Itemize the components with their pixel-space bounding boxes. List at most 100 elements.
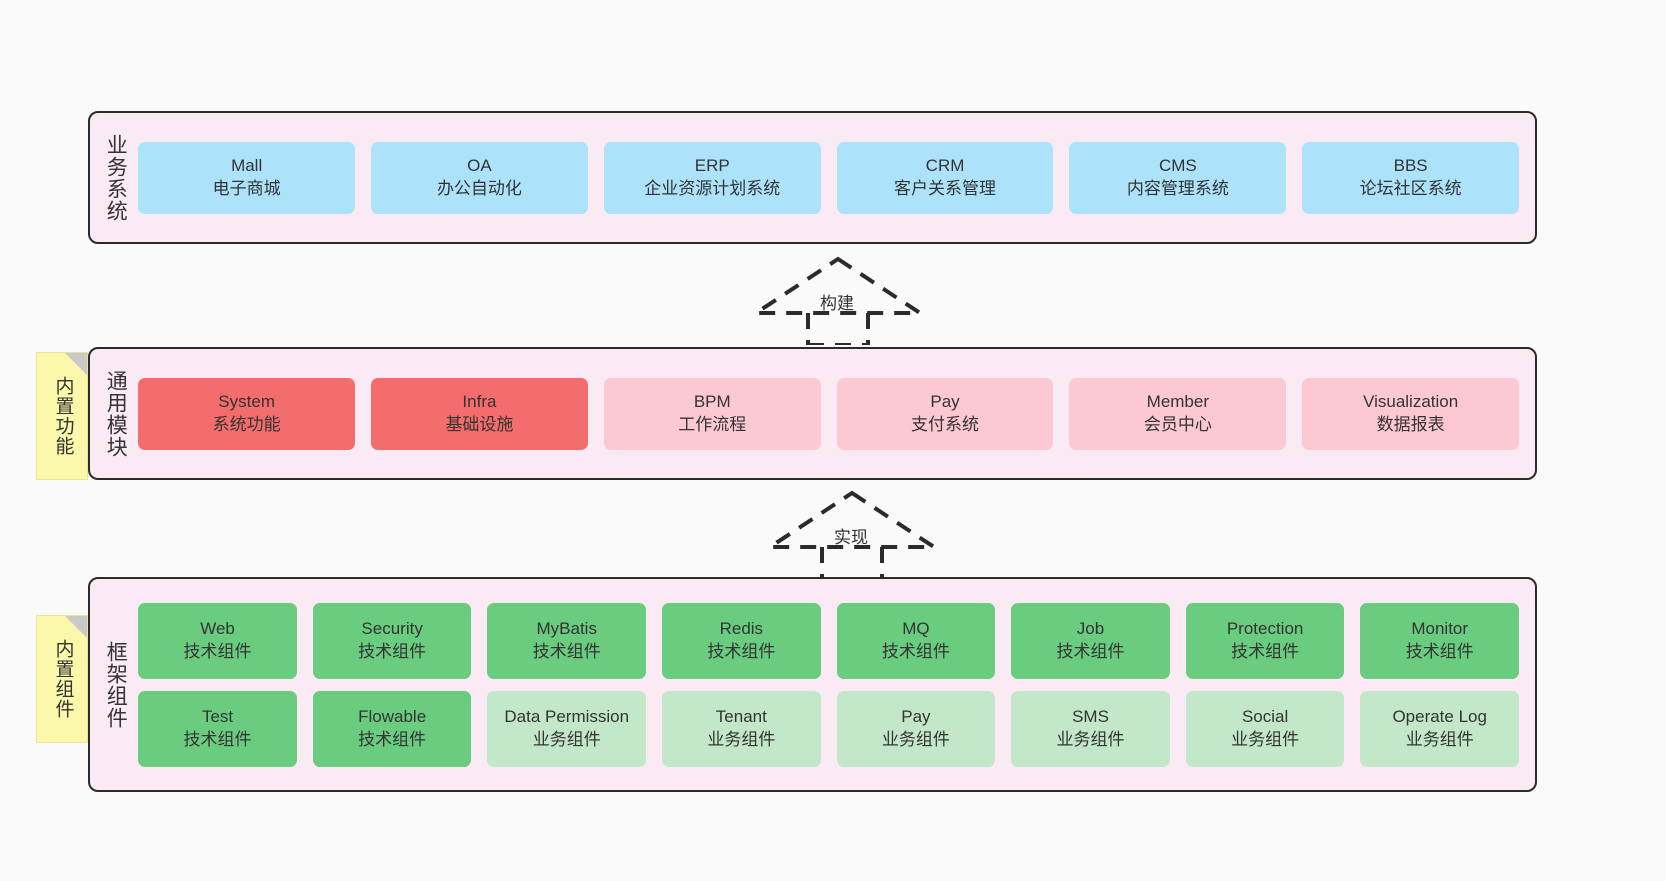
arrow-implement: 实现 [766,487,938,579]
card-data-permission[interactable]: Data Permission 业务组件 [487,690,647,767]
card-subtitle: 系统功能 [212,414,281,434]
card-cms[interactable]: CMS 内容管理系统 [1069,141,1287,214]
card-test[interactable]: Test 技术组件 [138,690,297,767]
card-subtitle: 办公自动化 [436,178,522,198]
card-subtitle: 业务组件 [881,729,950,749]
card-member[interactable]: Member 会员中心 [1069,377,1287,450]
card-subtitle: 工作流程 [678,414,747,434]
layer-business-system: 业务系统 Mall 电子商城 OA 办公自动化 ERP 企业资源计划系统 CRM… [88,111,1537,244]
card-title: Social [1241,707,1289,727]
card-subtitle: 技术组件 [358,641,427,661]
card-flowable[interactable]: Flowable 技术组件 [312,690,472,767]
framework-row-tech: Web 技术组件 Security 技术组件 MyBatis 技术组件 Redi… [138,602,1519,679]
note-fold-corner-icon [65,353,87,375]
card-title: CMS [1158,156,1197,176]
card-title: BPM [693,392,731,412]
card-infra[interactable]: Infra 基础设施 [371,377,588,450]
card-subtitle: 业务组件 [1056,729,1125,749]
card-subtitle: 数据报表 [1376,414,1445,434]
card-subtitle: 技术组件 [358,729,427,749]
layer-business-cards: Mall 电子商城 OA 办公自动化 ERP 企业资源计划系统 CRM 客户关系… [134,113,1535,242]
card-title: ERP [694,156,730,176]
card-erp[interactable]: ERP 企业资源计划系统 [603,141,821,214]
card-bbs[interactable]: BBS 论坛社区系统 [1302,141,1520,214]
card-title: Infra [462,392,497,412]
card-title: MQ [902,619,930,639]
card-title: Job [1076,619,1105,639]
card-title: Security [361,619,423,639]
card-crm[interactable]: CRM 客户关系管理 [836,141,1054,214]
card-title: CRM [925,156,965,176]
card-subtitle: 内容管理系统 [1126,178,1229,198]
card-subtitle: 业务组件 [707,729,776,749]
layer-framework-component: 框架组件 Web 技术组件 Security 技术组件 MyBatis 技术组件… [88,577,1537,792]
card-pay[interactable]: Pay 支付系统 [836,377,1054,450]
card-subtitle: 技术组件 [707,641,776,661]
card-subtitle: 技术组件 [1231,641,1300,661]
card-monitor[interactable]: Monitor 技术组件 [1360,602,1519,679]
card-subtitle: 业务组件 [1231,729,1300,749]
card-social[interactable]: Social 业务组件 [1185,690,1345,767]
card-subtitle: 技术组件 [532,641,601,661]
card-title: Visualization [1363,392,1459,412]
card-web[interactable]: Web 技术组件 [138,602,297,679]
card-mybatis[interactable]: MyBatis 技术组件 [487,602,647,679]
card-title: Monitor [1411,619,1469,639]
card-system[interactable]: System 系统功能 [138,377,356,450]
card-title: Tenant [715,707,767,727]
card-title: System [218,392,275,412]
card-protection[interactable]: Protection 技术组件 [1185,602,1345,679]
card-title: Member [1146,392,1210,412]
card-subtitle: 技术组件 [881,641,950,661]
card-title: Data Permission [504,707,630,727]
card-title: Pay [930,392,960,412]
note-fold-corner-icon [65,616,87,638]
card-subtitle: 基础设施 [445,414,514,434]
card-title: SMS [1072,707,1109,727]
card-subtitle: 客户关系管理 [894,178,997,198]
note-builtin-component: 内置组件 [36,615,88,743]
card-sms[interactable]: SMS 业务组件 [1011,690,1170,767]
card-title: Redis [719,619,764,639]
card-title: Web [200,619,235,639]
card-subtitle: 企业资源计划系统 [644,178,781,198]
note-text: 内置功能 [52,376,74,456]
card-subtitle: 技术组件 [1405,641,1474,661]
card-pay-business[interactable]: Pay 业务组件 [836,690,996,767]
card-title: Protection [1226,619,1304,639]
note-builtin-function: 内置功能 [36,352,88,480]
layer-label-common: 通用模块 [104,369,128,458]
card-subtitle: 业务组件 [1405,729,1474,749]
card-subtitle: 会员中心 [1143,414,1212,434]
card-bpm[interactable]: BPM 工作流程 [603,377,821,450]
card-oa[interactable]: OA 办公自动化 [371,141,588,214]
layer-label-framework: 框架组件 [104,640,128,729]
card-subtitle: 技术组件 [1056,641,1125,661]
card-subtitle: 业务组件 [532,729,601,749]
card-redis[interactable]: Redis 技术组件 [662,602,821,679]
card-security[interactable]: Security 技术组件 [312,602,472,679]
arrow-implement-label: 实现 [834,528,868,547]
card-mq[interactable]: MQ 技术组件 [836,602,996,679]
card-job[interactable]: Job 技术组件 [1011,602,1170,679]
card-subtitle: 支付系统 [911,414,980,434]
card-visualization[interactable]: Visualization 数据报表 [1302,377,1520,450]
card-subtitle: 论坛社区系统 [1359,178,1462,198]
card-title: Operate Log [1392,707,1487,727]
layer-common-module: 通用模块 System 系统功能 Infra 基础设施 BPM 工作流程 Pay… [88,347,1537,480]
card-title: Pay [901,707,931,727]
card-subtitle: 技术组件 [183,729,252,749]
card-operate-log[interactable]: Operate Log 业务组件 [1360,690,1519,767]
arrow-build: 构建 [752,253,924,345]
card-subtitle: 技术组件 [183,641,252,661]
arrow-build-label: 构建 [820,294,854,313]
layer-label-business: 业务系统 [104,133,128,222]
card-title: BBS [1393,156,1428,176]
layer-common-cards: System 系统功能 Infra 基础设施 BPM 工作流程 Pay 支付系统… [134,349,1535,478]
card-title: OA [467,156,492,176]
card-mall[interactable]: Mall 电子商城 [138,141,356,214]
card-tenant[interactable]: Tenant 业务组件 [662,690,821,767]
framework-row-business: Test 技术组件 Flowable 技术组件 Data Permission … [138,690,1519,767]
dashed-hollow-arrow-icon [766,490,938,579]
